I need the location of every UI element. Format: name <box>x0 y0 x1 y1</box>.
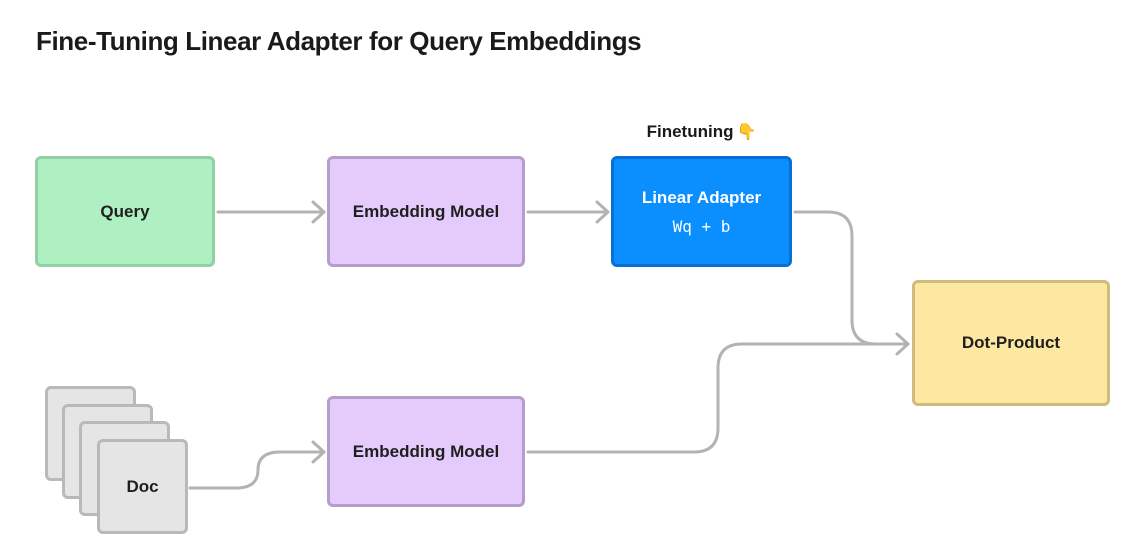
diagram-title: Fine-Tuning Linear Adapter for Query Emb… <box>36 26 642 56</box>
query-node: Query <box>35 156 215 267</box>
arrowhead-embedding-top <box>311 200 326 224</box>
embedding-model-bottom-label: Embedding Model <box>352 441 500 461</box>
arrowhead-adapter <box>595 200 610 224</box>
finetuning-annotation: Finetuning👇 <box>611 122 792 142</box>
doc-node: Doc <box>97 439 188 534</box>
arrowhead-dot-product <box>895 332 910 356</box>
query-label: Query <box>100 201 150 221</box>
arrowhead-embedding-bottom <box>311 440 326 464</box>
linear-adapter-node: Linear Adapter Wq + b <box>611 156 792 267</box>
pointing-down-hand-icon: 👇 <box>736 124 757 141</box>
embedding-model-top-label: Embedding Model <box>352 201 500 221</box>
dot-product-node: Dot-Product <box>912 280 1110 406</box>
embedding-model-node-top: Embedding Model <box>327 156 525 267</box>
dot-product-label: Dot-Product <box>961 333 1061 352</box>
edge-doc-to-embedding-bottom <box>188 450 325 490</box>
linear-adapter-label: Linear Adapter <box>641 187 762 207</box>
finetuning-label: Finetuning <box>646 122 734 141</box>
doc-label: Doc <box>126 476 159 496</box>
edge-adapter-to-dot-product <box>793 210 909 346</box>
linear-adapter-formula: Wq + b <box>672 216 731 236</box>
edge-embedding-bottom-to-dot-product <box>526 342 909 454</box>
embedding-model-node-bottom: Embedding Model <box>327 396 525 507</box>
